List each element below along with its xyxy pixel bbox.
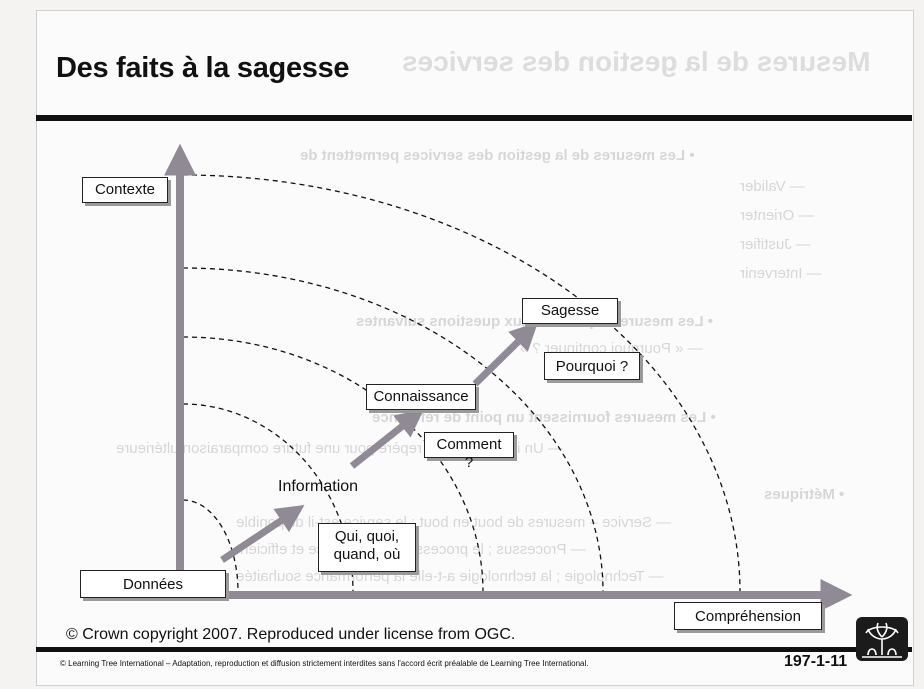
information-label: Information bbox=[278, 478, 359, 495]
slide-title: Des faits à la sagesse bbox=[56, 52, 350, 84]
data-label: Données bbox=[80, 570, 226, 598]
copyright-notice: © Crown copyright 2007. Reproduced under… bbox=[66, 626, 516, 643]
dashed-arc bbox=[182, 267, 604, 593]
understanding-label: Compréhension bbox=[674, 602, 822, 630]
how-label: Comment ? bbox=[424, 432, 514, 471]
footer-notice: © Learning Tree International – Adaptati… bbox=[60, 659, 589, 668]
step-arrow bbox=[349, 409, 424, 469]
learning-tree-logo bbox=[856, 617, 908, 661]
dashed-arc bbox=[182, 403, 354, 593]
qqqo-line-2: quand, où bbox=[333, 546, 401, 563]
step-arrow bbox=[220, 505, 305, 563]
title-rule bbox=[36, 115, 912, 121]
dashed-arc bbox=[182, 174, 741, 593]
dashed-arc bbox=[182, 499, 239, 593]
qqqo-line-1: Qui, quoi, bbox=[334, 528, 400, 545]
who-what-when-where-label: Qui, quoi, quand, où bbox=[318, 523, 416, 572]
tree-icon bbox=[862, 622, 902, 658]
page-number: 197-1-11 bbox=[784, 653, 848, 670]
context-label: Contexte bbox=[82, 177, 168, 203]
footer-rule bbox=[36, 647, 912, 652]
step-arrow bbox=[472, 322, 538, 387]
knowledge-label: Connaissance bbox=[366, 384, 476, 410]
why-label: Pourquoi ? bbox=[544, 352, 640, 380]
wisdom-label: Sagesse bbox=[522, 298, 618, 324]
